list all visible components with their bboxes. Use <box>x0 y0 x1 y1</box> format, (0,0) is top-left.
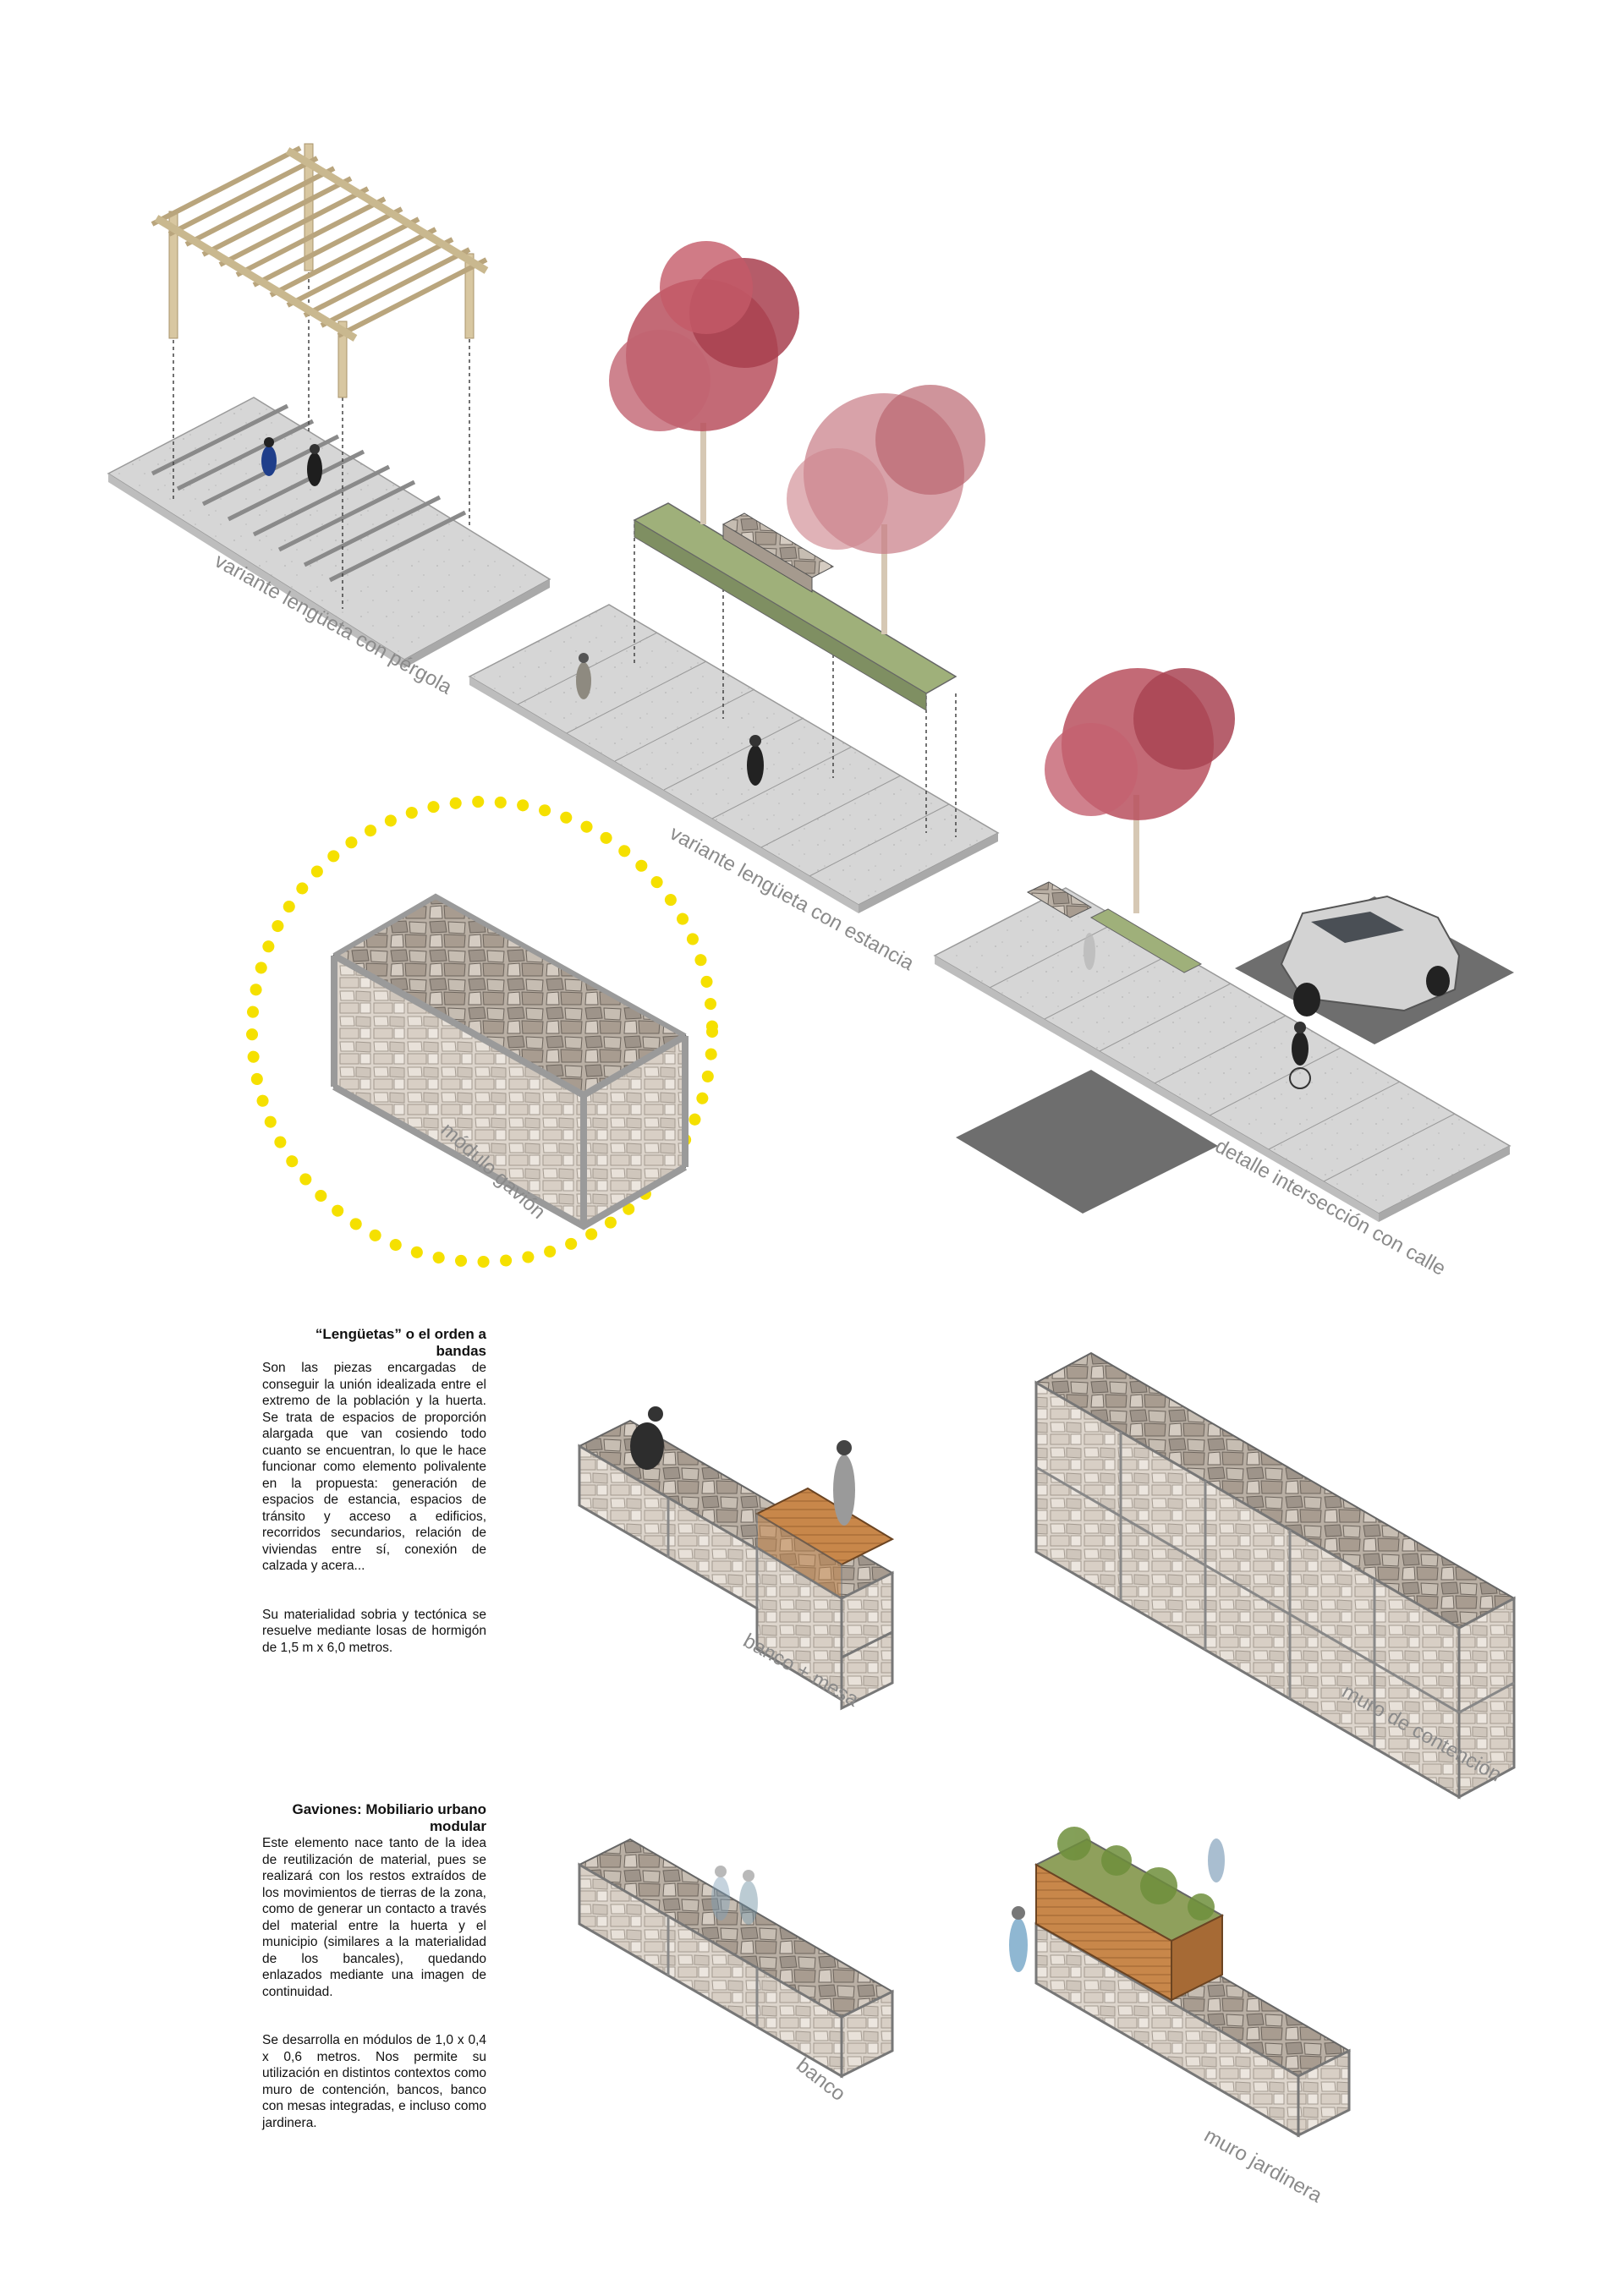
estancia-variant: variante lengüeta con estancia <box>468 241 1000 975</box>
yellow-dotted-circle <box>246 796 718 1268</box>
text-block-lenguetas: “Lengüetas” o el orden a bandas Son las … <box>262 1326 486 1688</box>
cyclist <box>1289 1022 1311 1089</box>
muro-contencion-module: muro de contención <box>1034 1351 1517 1800</box>
people-figures <box>711 1866 758 1925</box>
planter-box <box>1089 908 1203 973</box>
lenguetas-paragraph-1: Son las piezas encargadas de conseguir l… <box>262 1361 486 1573</box>
plants <box>1057 1827 1215 1921</box>
text-block-gaviones: Gaviones: Mobiliario urbano modular Este… <box>262 1801 486 2163</box>
pergola-variant: variante lengüeta con pérgola <box>107 143 551 699</box>
muro-jardinera-module: muro jardinera <box>1009 1827 1352 2208</box>
gaviones-paragraph-1: Este elemento nace tanto de la idea de r… <box>262 1836 486 1999</box>
banco-mesa-module: banco + mesa <box>577 1406 895 1712</box>
label-muro-jardinera: muro jardinera <box>1200 2124 1326 2208</box>
intersection-detail: detalle intersección con calle <box>933 668 1514 1280</box>
car <box>1280 895 1461 1016</box>
road-lower <box>956 1070 1218 1214</box>
people-figures <box>576 653 764 786</box>
lenguetas-title: “Lengüetas” o el orden a bandas <box>315 1326 486 1359</box>
gabion-bench <box>1026 881 1093 918</box>
people-figures <box>261 437 322 486</box>
banco-module: banco <box>577 1838 895 2106</box>
lenguetas-paragraph-2: Su materialidad sobria y tectónica se re… <box>262 1607 486 1655</box>
people-figures <box>630 1406 855 1526</box>
gaviones-paragraph-2: Se desarrolla en módulos de 1,0 x 0,4 x … <box>262 2033 486 2130</box>
trees <box>609 241 985 634</box>
pergola-roof <box>151 145 488 338</box>
gaviones-title: Gaviones: Mobiliario urbano modular <box>292 1801 486 1834</box>
gabion-module-highlight: módulo gavión <box>246 796 718 1268</box>
people-figures <box>1009 1838 1225 1972</box>
